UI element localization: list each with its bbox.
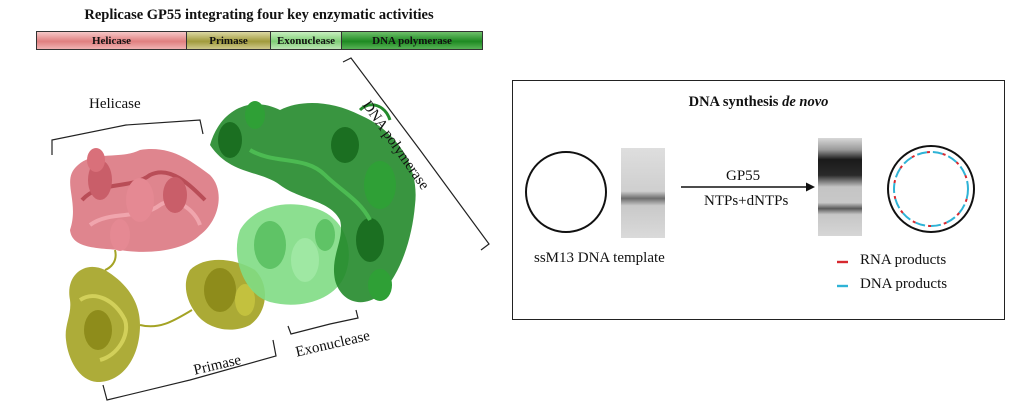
domain-bar: Helicase Primase Exonuclease DNA polymer…	[36, 31, 483, 50]
bracket-primase	[102, 339, 277, 401]
dna-synthesis-panel: DNA synthesis de novo	[512, 80, 1005, 320]
gp55-structure	[51, 57, 490, 401]
helicase-domain	[70, 148, 219, 252]
product-inner-circle	[893, 151, 969, 227]
legend-dna-label: DNA products	[860, 276, 948, 292]
domain-polymerase: DNA polymerase	[342, 32, 482, 49]
gel-lane-after	[818, 138, 862, 236]
enzyme-label: GP55	[726, 168, 761, 184]
template-label: ssM13 DNA template	[534, 250, 665, 266]
label-helicase: Helicase	[89, 96, 141, 112]
legend-rna-label: RNA products	[860, 252, 947, 268]
gel-lane-before	[621, 148, 665, 238]
substrates-label: NTPs+dNTPs	[704, 193, 789, 209]
bracket-polymerase	[342, 57, 490, 251]
bracket-exonuclease	[287, 309, 359, 335]
polymerase-domain	[210, 101, 416, 303]
domain-helicase: Helicase	[37, 32, 187, 49]
panel-title: DNA synthesis de novo	[688, 94, 829, 110]
panel-graphics	[525, 138, 975, 288]
arrow-head	[806, 182, 815, 192]
product-rna-dashes	[893, 151, 969, 227]
ssm13-template-circle	[525, 151, 607, 233]
domain-exonuclease: Exonuclease	[271, 32, 342, 49]
bracket-helicase	[51, 119, 204, 155]
primase-domain	[65, 249, 266, 383]
domain-brackets	[51, 57, 490, 401]
exonuclease-domain	[236, 204, 349, 305]
product-outer-circle	[887, 145, 975, 233]
domain-primase: Primase	[187, 32, 271, 49]
figure-title: Replicase GP55 integrating four key enzy…	[84, 7, 434, 23]
